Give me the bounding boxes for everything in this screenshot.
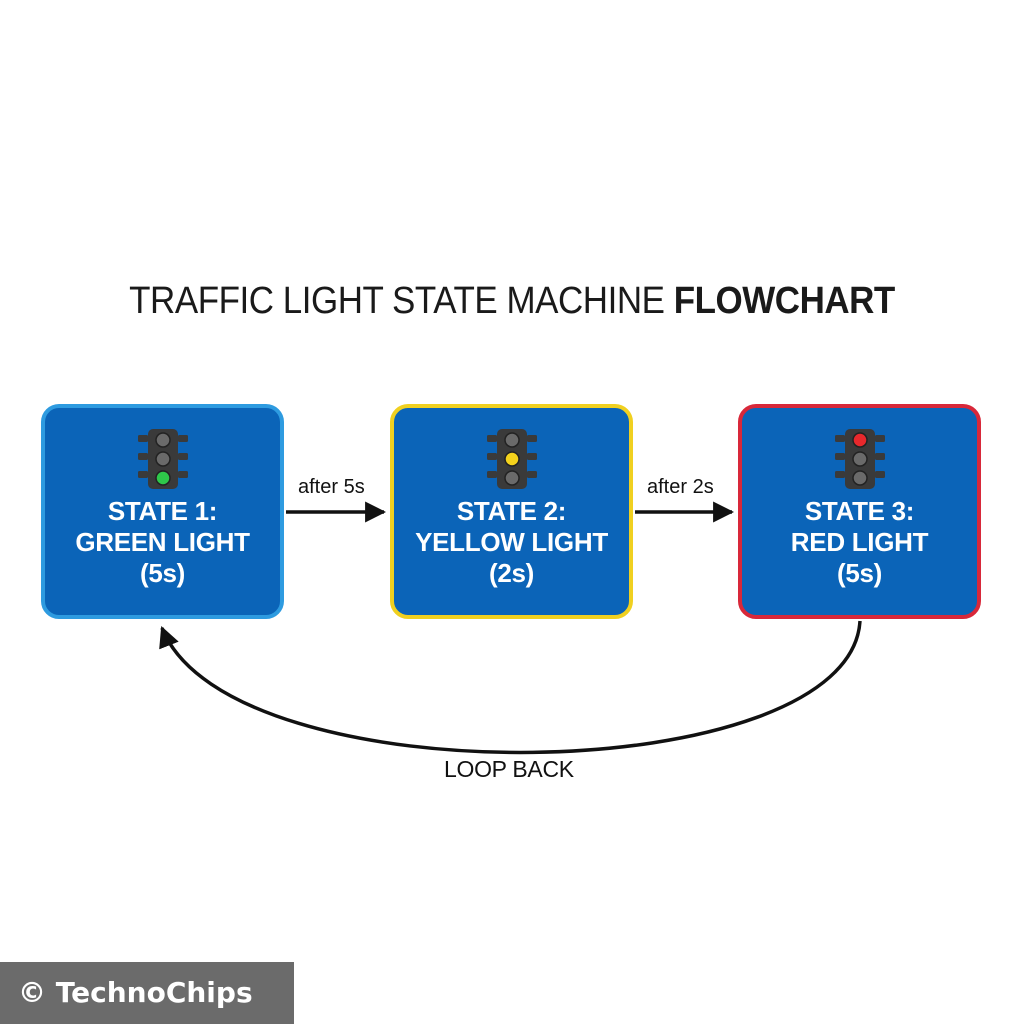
state-name: YELLOW LIGHT bbox=[415, 527, 608, 557]
state-name: RED LIGHT bbox=[790, 527, 929, 557]
state-box-green: STATE 1: GREEN LIGHT (5s) bbox=[41, 404, 284, 619]
traffic-light-red-icon bbox=[834, 429, 885, 489]
transition-label-1: after 5s bbox=[298, 476, 365, 498]
arrow-loop-back bbox=[159, 620, 862, 755]
state-title: STATE 2: bbox=[456, 496, 567, 526]
state-duration: (5s) bbox=[139, 558, 186, 588]
transition-label-2: after 2s bbox=[647, 476, 714, 498]
state-duration: (2s) bbox=[488, 558, 535, 588]
watermark: © TechnoChips bbox=[0, 962, 294, 1024]
title-regular: TRAFFIC LIGHT STATE MACHINE bbox=[129, 280, 674, 322]
state-box-red: STATE 3: RED LIGHT (5s) bbox=[738, 404, 981, 619]
state-name: GREEN LIGHT bbox=[75, 527, 250, 557]
page-title: TRAFFIC LIGHT STATE MACHINE FLOWCHART bbox=[41, 280, 983, 323]
traffic-light-yellow-icon bbox=[486, 429, 537, 489]
state-title: STATE 1: bbox=[107, 496, 218, 526]
state-title: STATE 3: bbox=[804, 496, 915, 526]
loop-back-label: LOOP BACK bbox=[444, 756, 574, 782]
title-bold: FLOWCHART bbox=[673, 280, 896, 322]
state-duration: (5s) bbox=[836, 558, 883, 588]
traffic-light-green-icon bbox=[137, 429, 188, 489]
state-box-yellow: STATE 2: YELLOW LIGHT (2s) bbox=[390, 404, 633, 619]
